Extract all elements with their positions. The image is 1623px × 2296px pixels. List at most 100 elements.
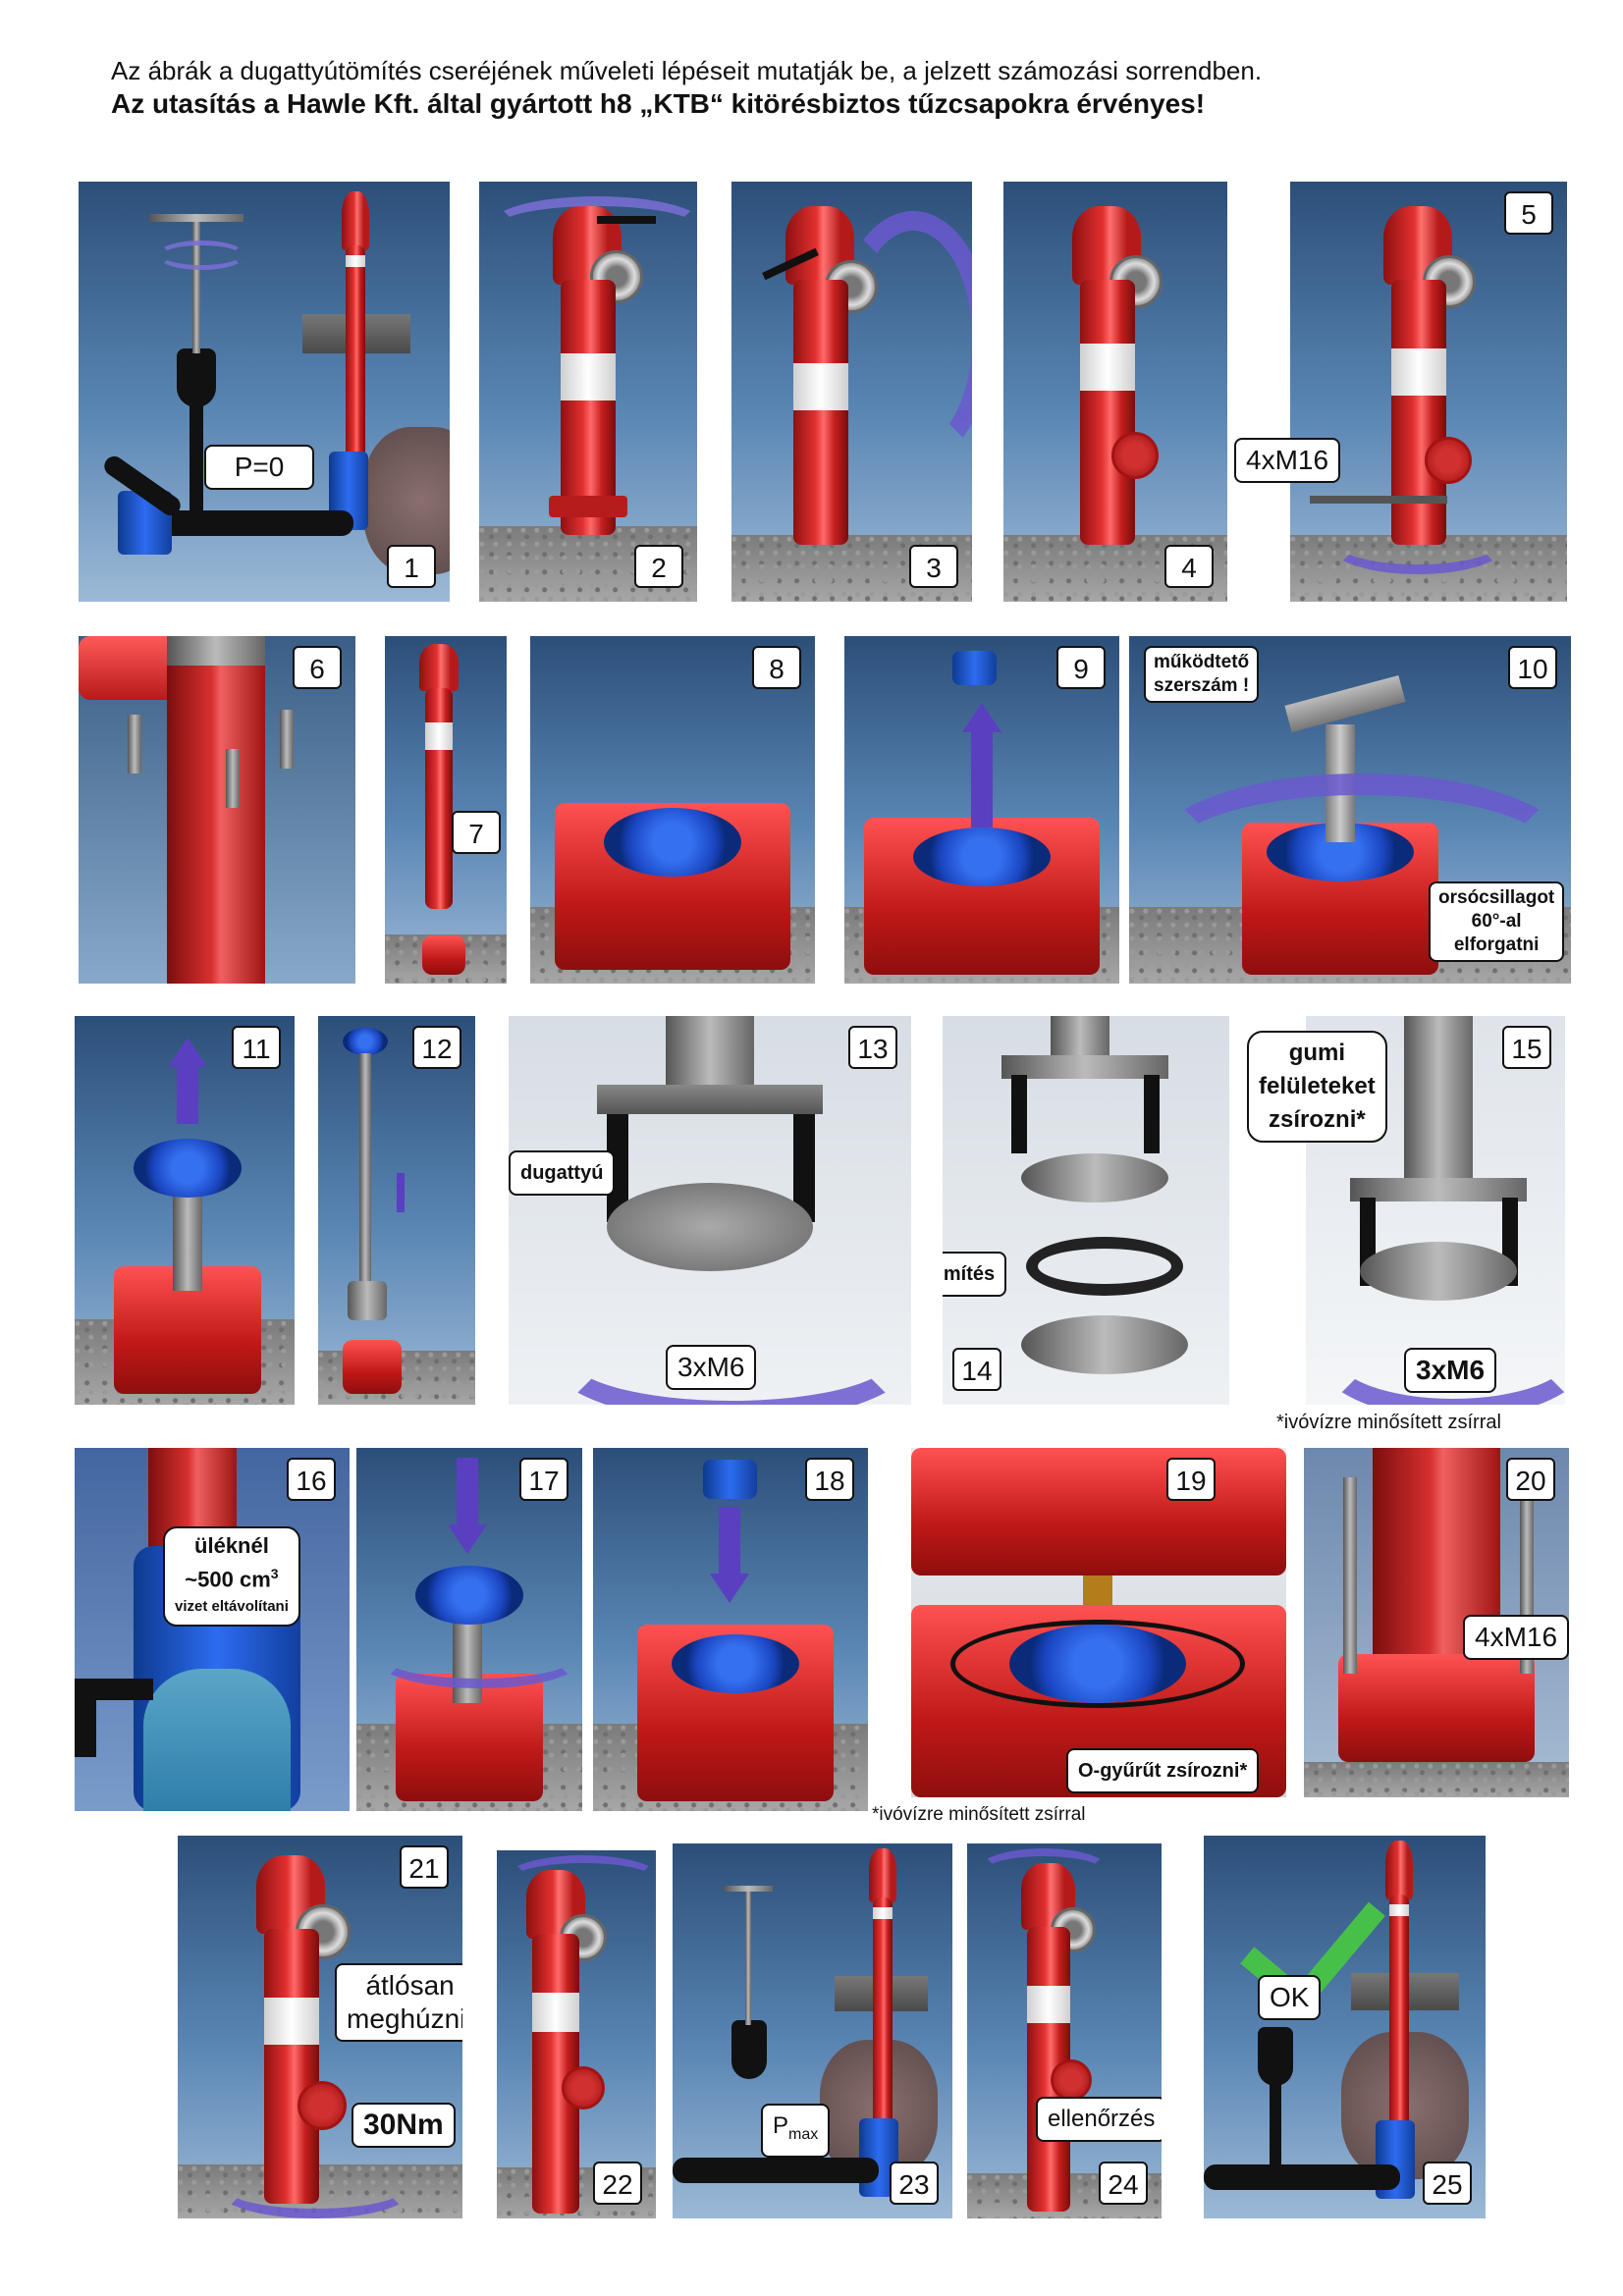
key-stand bbox=[1258, 2027, 1293, 2086]
check-label: ellenőrzés bbox=[1036, 2097, 1162, 2142]
piston-yoke bbox=[1350, 1178, 1527, 1201]
step-number-9: 9 bbox=[1056, 646, 1106, 689]
down-arrow-head bbox=[710, 1574, 749, 1603]
step-number-20: 20 bbox=[1506, 1458, 1555, 1501]
spindle-star bbox=[604, 808, 741, 877]
step-panel-4: 4 bbox=[1003, 182, 1227, 602]
step-panel-23: Pmax 23 bbox=[673, 1843, 952, 2218]
down-arrow-shaft bbox=[719, 1507, 740, 1575]
step-panel-9: 9 bbox=[844, 636, 1119, 984]
intro-text: Az ábrák a dugattyútömítés cseréjének mű… bbox=[111, 54, 1525, 121]
step-panel-5: 5 bbox=[1290, 182, 1567, 602]
down-arrow-shaft bbox=[457, 1458, 478, 1526]
grease-label: gumi felületeket zsírozni* bbox=[1247, 1031, 1387, 1143]
drain-pipe-down bbox=[75, 1679, 96, 1757]
rotate-arrow bbox=[157, 240, 245, 270]
tool-label: működtető szerszám ! bbox=[1144, 646, 1260, 703]
step-number-5: 5 bbox=[1504, 191, 1553, 235]
step-number-12: 12 bbox=[412, 1026, 461, 1069]
o-ring bbox=[950, 1620, 1245, 1708]
step-number-13: 13 bbox=[848, 1026, 897, 1069]
step-number-1: 1 bbox=[387, 545, 436, 588]
step-panel-6: 6 bbox=[79, 636, 355, 984]
key-rod-lower bbox=[189, 402, 203, 510]
pipe bbox=[673, 2158, 879, 2183]
intro-line-2: Az utasítás a Hawle Kft. által gyártott … bbox=[111, 88, 1206, 119]
bolt bbox=[128, 715, 141, 774]
step-number-11: 11 bbox=[232, 1026, 281, 1069]
rotate-arrow bbox=[489, 196, 697, 255]
water-area bbox=[143, 1669, 291, 1811]
piston-yoke bbox=[1001, 1055, 1168, 1079]
pipe-column bbox=[167, 636, 265, 984]
potable-grease-note-1: *ivóvízre minősített zsírral bbox=[1276, 1412, 1501, 1433]
bolts-label: 4xM16 bbox=[1463, 1615, 1569, 1660]
step-panel-13: dugattyú 3xM6 13 bbox=[509, 1016, 911, 1405]
up-arrow-head bbox=[962, 703, 1001, 732]
guide-left bbox=[607, 1114, 628, 1222]
spindle-top bbox=[1404, 1016, 1473, 1193]
seal-label: tömítés bbox=[943, 1252, 1007, 1297]
step-number-16: 16 bbox=[287, 1458, 336, 1501]
rotate-arrow bbox=[217, 2160, 413, 2218]
piston-yoke bbox=[597, 1085, 823, 1114]
step-number-3: 3 bbox=[909, 545, 958, 588]
step-number-4: 4 bbox=[1164, 545, 1214, 588]
step-number-17: 17 bbox=[519, 1458, 568, 1501]
bolt bbox=[280, 710, 294, 769]
step-number-15: 15 bbox=[1502, 1026, 1551, 1069]
key-rod bbox=[745, 1888, 751, 2025]
handwheel bbox=[134, 1139, 242, 1198]
guide-left bbox=[1011, 1075, 1027, 1153]
up-arrow-shaft bbox=[177, 1065, 198, 1124]
step-panel-8: 8 bbox=[530, 636, 815, 984]
step-number-14: 14 bbox=[952, 1348, 1001, 1391]
step-number-25: 25 bbox=[1423, 2162, 1472, 2205]
step-panel-1: P=0 1 bbox=[79, 182, 450, 602]
step-number-8: 8 bbox=[752, 646, 801, 689]
pipe-top bbox=[167, 636, 265, 666]
step-panel-3: 3 bbox=[731, 182, 972, 602]
step-number-23: 23 bbox=[890, 2162, 939, 2205]
base-housing bbox=[343, 1340, 402, 1394]
spindle bbox=[359, 1053, 371, 1299]
handwheel bbox=[415, 1566, 523, 1625]
up-arrow-shaft bbox=[397, 1173, 405, 1212]
step-panel-11: 11 bbox=[75, 1016, 295, 1405]
blue-cap bbox=[703, 1460, 757, 1499]
key-stand bbox=[731, 2020, 767, 2079]
guide-right bbox=[793, 1114, 815, 1222]
step-panel-12: 12 bbox=[318, 1016, 475, 1405]
step-number-24: 24 bbox=[1099, 2162, 1148, 2205]
spindle-star bbox=[672, 1634, 799, 1693]
diagonal-label: átlósan meghúzni! bbox=[335, 1963, 462, 2042]
guide-right bbox=[1144, 1075, 1160, 1153]
key-rod bbox=[192, 216, 200, 353]
piston-disc bbox=[607, 1183, 813, 1271]
step-number-6: 6 bbox=[293, 646, 342, 689]
step-panel-7: 7 bbox=[385, 636, 507, 984]
key-t-handle bbox=[724, 1886, 773, 1892]
rotate-arrow bbox=[835, 211, 972, 466]
wrench bbox=[1310, 496, 1447, 504]
step-number-10: 10 bbox=[1508, 646, 1557, 689]
rotate-arrow bbox=[548, 1291, 911, 1405]
step-panel-14: tömítés 14 bbox=[943, 1016, 1229, 1405]
step-panel-10: működtető szerszám ! orsócsillagot 60°-a… bbox=[1129, 636, 1571, 984]
step-number-18: 18 bbox=[805, 1458, 854, 1501]
base-plate bbox=[1021, 1315, 1188, 1374]
bolt bbox=[1343, 1477, 1357, 1674]
oring-label: O-gyűrűt zsírozni* bbox=[1066, 1748, 1260, 1793]
step-number-21: 21 bbox=[400, 1845, 449, 1889]
bolts-label: 4xM16 bbox=[1234, 438, 1341, 483]
intro-line-1: Az ábrák a dugattyútömítés cseréjének mű… bbox=[111, 56, 1263, 85]
potable-grease-note-2: *ivóvízre minősített zsírral bbox=[872, 1804, 1086, 1825]
step-panel-19: 19 bbox=[911, 1448, 1286, 1797]
seal-ring bbox=[1026, 1237, 1183, 1296]
screws-label: 3xM6 bbox=[1404, 1348, 1497, 1393]
flange bbox=[1338, 1654, 1535, 1762]
step-panel-22: 22 bbox=[497, 1850, 656, 2218]
key-t-handle bbox=[149, 214, 243, 222]
rotate-arrow bbox=[507, 1855, 656, 1900]
key-stand bbox=[177, 348, 216, 407]
